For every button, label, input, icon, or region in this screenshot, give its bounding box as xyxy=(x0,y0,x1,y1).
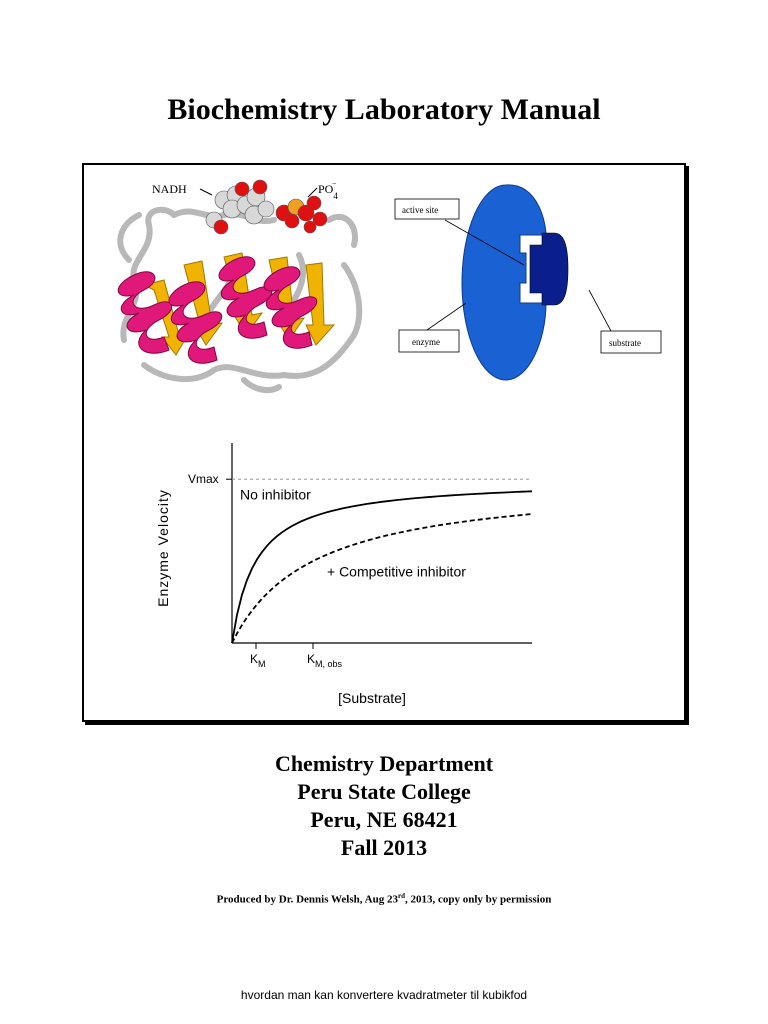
y-axis-label: Enzyme Velocity xyxy=(155,489,171,607)
nadh-label: NADH xyxy=(152,182,187,196)
enzyme-callout: enzyme xyxy=(398,302,467,353)
footer-caption: hvordan man kan konvertere kvadratmeter … xyxy=(240,988,528,1002)
enzyme-shape xyxy=(461,184,547,381)
x-axis-label: [Substrate] xyxy=(338,690,406,706)
vmax-label: Vmax xyxy=(188,472,219,486)
svg-text:substrate: substrate xyxy=(609,338,641,348)
college-location: Peru, NE 68421 xyxy=(310,807,458,832)
series-line-0 xyxy=(231,490,533,644)
cover-figure-canvas: NADH PO4− active site enzyme substrate xyxy=(117,179,662,706)
publisher-block: Chemistry Department Peru State College … xyxy=(0,750,768,862)
active-site-callout: active site xyxy=(394,198,525,266)
x-tick-label-1: KM, obs xyxy=(307,652,343,669)
substrate-callout: substrate xyxy=(588,289,662,354)
po4-label: PO4− xyxy=(318,179,338,201)
protein-ribbon-illustration: NADH PO4− xyxy=(117,179,363,394)
series-label-no-inhibitor: No inhibitor xyxy=(240,487,311,503)
manual-title: Biochemistry Laboratory Manual xyxy=(167,93,601,126)
svg-text:active site: active site xyxy=(402,205,438,215)
term-label: Fall 2013 xyxy=(340,835,428,860)
series-line-1 xyxy=(231,513,533,644)
x-tick-label-0: KM xyxy=(250,652,266,669)
alpha-helices xyxy=(117,256,317,364)
cover-figure: NADH PO4− active site enzyme substrate xyxy=(82,163,686,722)
ligand-spheres xyxy=(205,179,328,235)
college-name: Peru State College xyxy=(297,779,471,804)
department-name: Chemistry Department xyxy=(274,751,494,776)
credit-line: Produced by Dr. Dennis Welsh, Aug 23rd, … xyxy=(216,892,552,906)
svg-text:enzyme: enzyme xyxy=(412,337,440,347)
po4-pointer xyxy=(307,187,318,198)
nadh-pointer xyxy=(199,188,213,196)
substrate-shape xyxy=(529,232,569,306)
series-label-competitive-inhibitor: + Competitive inhibitor xyxy=(327,564,466,580)
enzyme-substrate-diagram: active site enzyme substrate xyxy=(394,184,662,381)
